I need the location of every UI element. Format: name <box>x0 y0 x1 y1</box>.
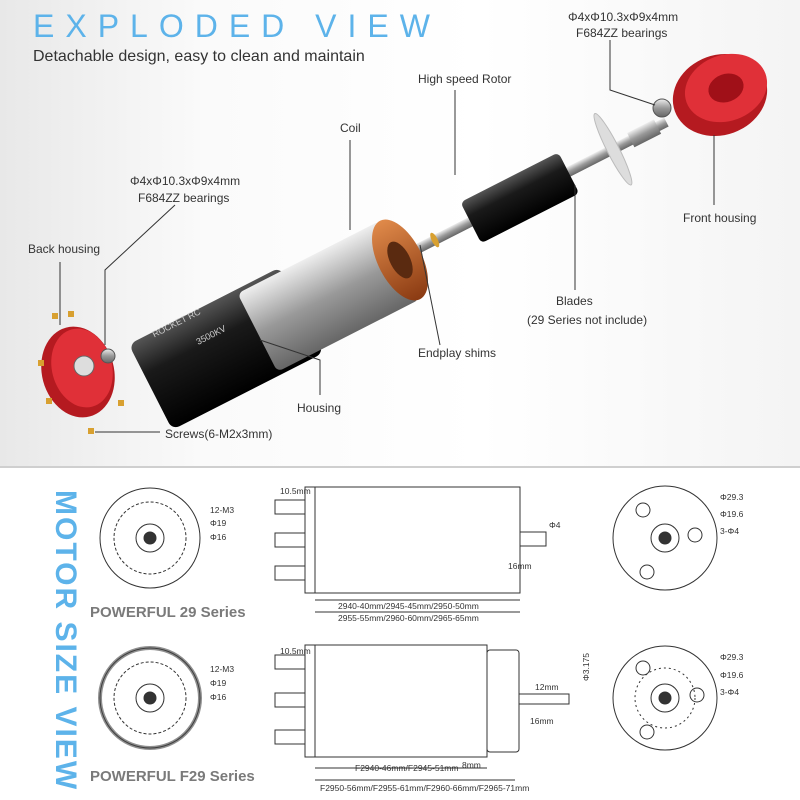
front-housing-part <box>672 53 768 137</box>
dim-3phi4: 3-Φ4 <box>720 687 740 697</box>
page-subtitle: Detachable design, easy to clean and mai… <box>33 48 365 65</box>
series-29-name: POWERFUL 29 Series <box>90 604 246 621</box>
dim-shaft-len: 16mm <box>508 561 532 571</box>
front-bearing-model: F684ZZ bearings <box>576 26 668 40</box>
housing-label: Housing <box>297 401 342 415</box>
dim-shaft-len: 16mm <box>530 716 554 726</box>
dim-lengths-2: F2950-56mm/F2955-61mm/F2960-66mm/F2965-7… <box>320 783 530 793</box>
dim-phi29: Φ29.3 <box>720 492 744 502</box>
back-bearing-model: F684ZZ bearings <box>138 191 230 205</box>
dim-shaft-dia: Φ4 <box>549 520 561 530</box>
dim-lead: 10.5mm <box>280 646 311 656</box>
blade-disc <box>593 113 633 186</box>
rotor <box>462 154 578 242</box>
section-divider <box>0 466 800 468</box>
page-title: EXPLODED VIEW <box>33 8 441 44</box>
dim-phi16: Φ16 <box>210 532 227 542</box>
dim-12m3: 12-M3 <box>210 505 235 515</box>
dim-12m3: 12-M3 <box>210 664 235 674</box>
dim-lengths-1: 2940-40mm/2945-45mm/2950-50mm <box>338 601 479 611</box>
dim-phi19: Φ19 <box>210 518 227 528</box>
dim-lengths-1: F2940-46mm/F2945-51mm <box>355 763 459 773</box>
blades-note: (29 Series not include) <box>527 313 648 327</box>
front-bearing <box>652 98 672 118</box>
dim-lengths-2: 2955-55mm/2960-60mm/2965-65mm <box>338 613 479 623</box>
motor-exploded <box>131 113 669 428</box>
dim-3phi4: 3-Φ4 <box>720 526 740 536</box>
leader-lines <box>59 40 715 433</box>
back-bearing-size: Φ4xΦ10.3xΦ9x4mm <box>130 174 241 188</box>
series-f29-name: POWERFUL F29 Series <box>90 768 255 785</box>
coil-stator <box>239 222 418 370</box>
dim-bell: 8mm <box>462 760 481 770</box>
coil-label: Coil <box>340 121 361 135</box>
dim-phi29: Φ29.3 <box>720 652 744 662</box>
dim-phi196: Φ19.6 <box>720 670 744 680</box>
endplay-shim <box>430 232 440 248</box>
dim-lead: 10.5mm <box>280 486 311 496</box>
back-housing-label: Back housing <box>28 242 101 256</box>
blades-label: Blades <box>556 294 593 308</box>
front-bearing-size: Φ4xΦ10.3xΦ9x4mm <box>568 10 679 24</box>
dim-phi19: Φ19 <box>210 678 227 688</box>
front-housing-label: Front housing <box>683 211 757 225</box>
dim-shaft-12: 12mm <box>535 682 559 692</box>
shims-label: Endplay shims <box>418 346 497 360</box>
size-view-title: MOTOR SIZE VIEW <box>49 490 82 792</box>
screws <box>38 311 124 434</box>
back-bearing <box>100 348 116 364</box>
dim-phi16: Φ16 <box>210 692 227 702</box>
back-housing-part <box>41 326 115 418</box>
size-view-drawings <box>98 485 718 781</box>
dim-phi196: Φ19.6 <box>720 509 744 519</box>
dim-shaft-dia: Φ3.175 <box>581 652 592 682</box>
screws-label: Screws(6-M2x3mm) <box>165 427 273 441</box>
rotor-label: High speed Rotor <box>418 72 512 86</box>
